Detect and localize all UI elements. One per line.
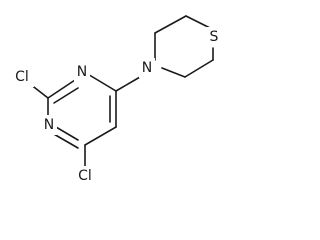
thiomorpholinyl-dichloropyrimidine-structure: Cl N N Cl N S	[10, 15, 222, 186]
bond-c5-c4	[84, 126, 117, 146]
bond-cb-s	[185, 15, 211, 29]
bond-ca-cb	[154, 15, 187, 34]
bond-n1-c6	[85, 72, 117, 92]
atom-label-s-ring: S	[210, 29, 219, 45]
bond-c2-n1	[47, 77, 79, 99]
bond-cc-cd	[184, 59, 214, 78]
bond-c6-n	[115, 76, 141, 92]
thiomorpholine-ring	[154, 15, 214, 78]
bond-cd-n	[161, 67, 186, 78]
atom-label-cl-top: Cl	[15, 69, 29, 85]
atom-labels: Cl N N Cl N S	[10, 27, 222, 186]
atom-label-n-upper: N	[77, 64, 87, 80]
atom-label-n-ring: N	[142, 60, 152, 76]
bond-n1-c2-inner	[53, 87, 79, 104]
pyrimidine-ring	[47, 72, 117, 149]
bond-c4-n3-inner	[51, 132, 79, 149]
atom-label-n-lower: N	[44, 117, 54, 133]
atom-label-cl-bottom: Cl	[78, 168, 92, 184]
bond-c4-n3	[55, 126, 79, 141]
